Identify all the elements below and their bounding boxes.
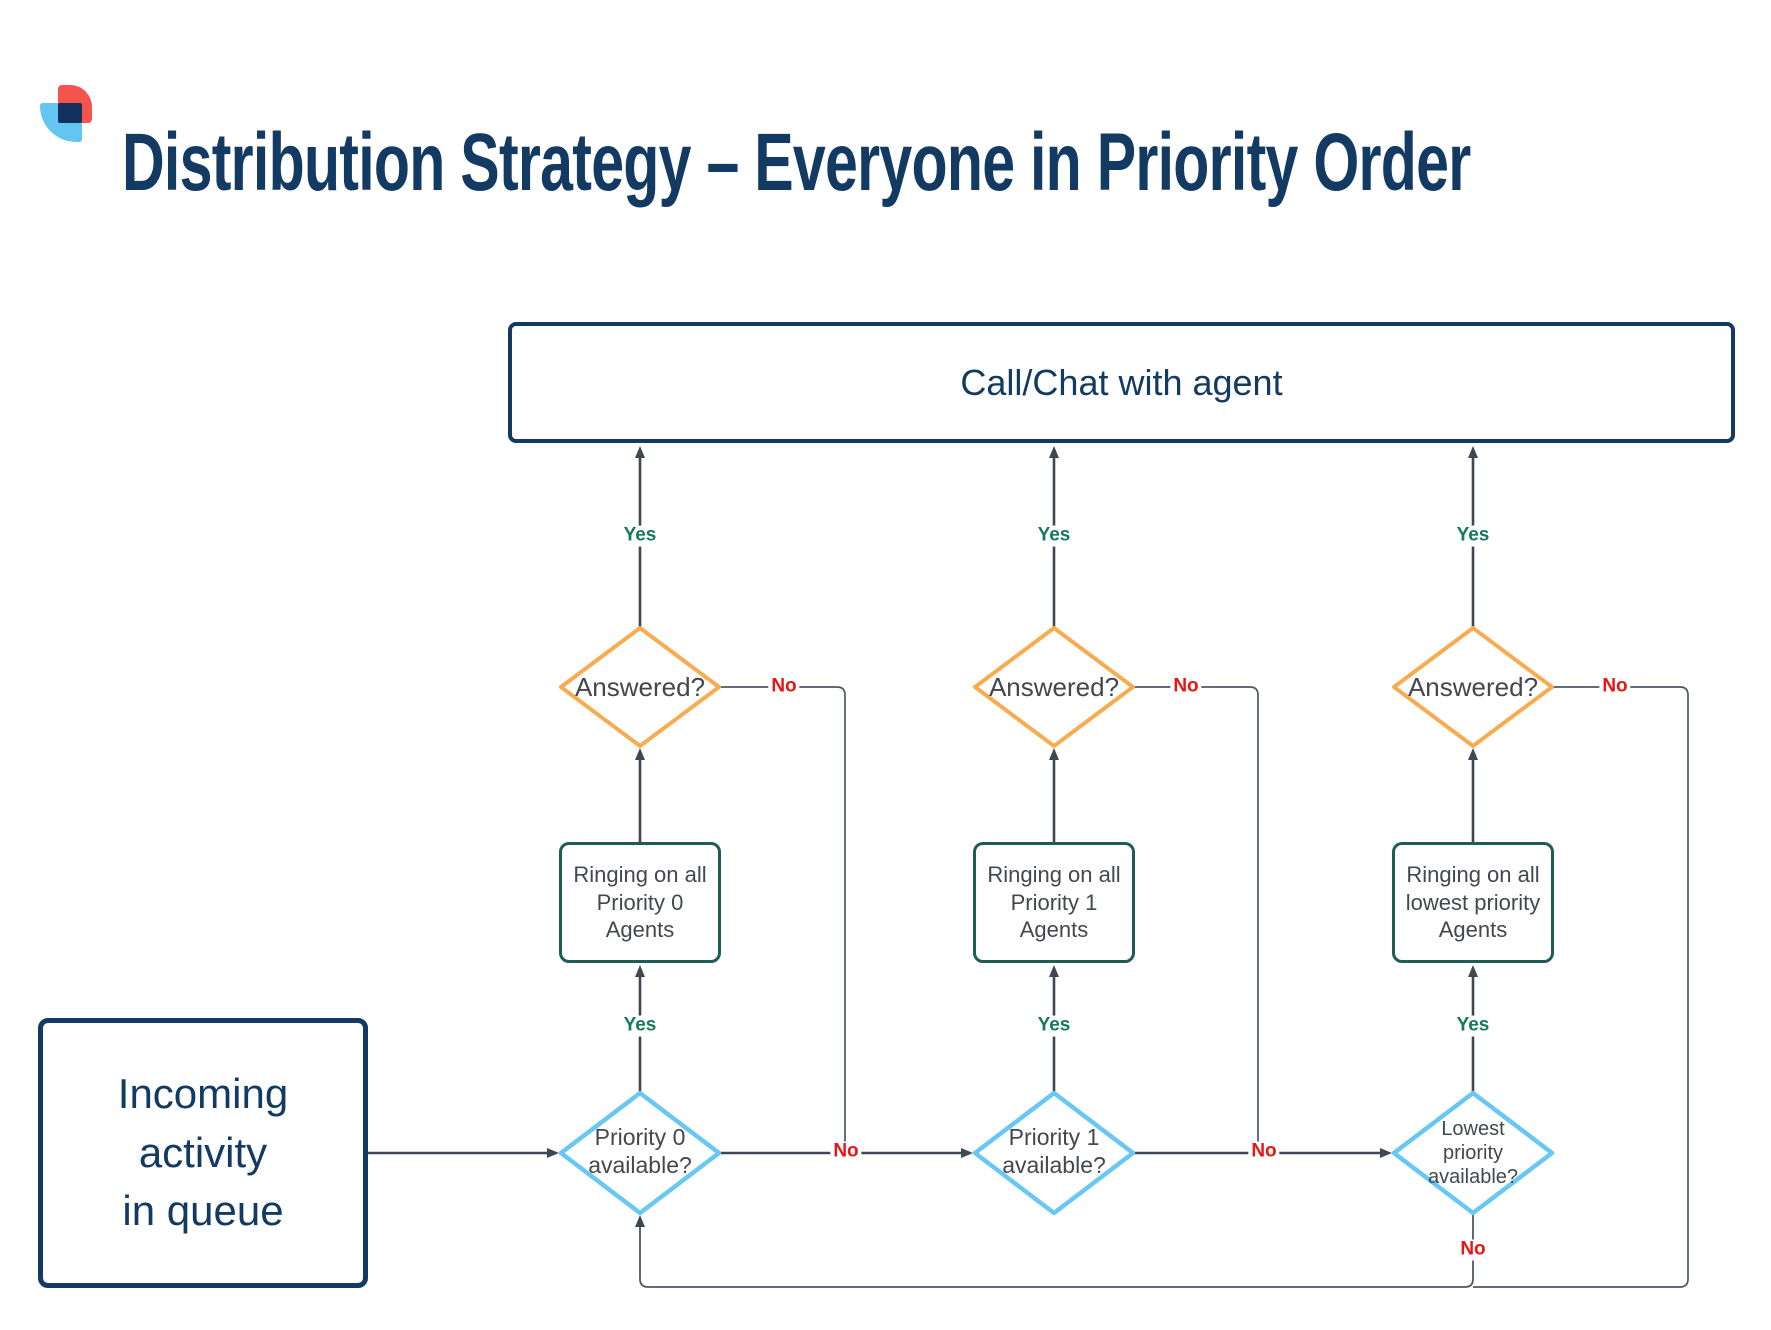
answered0-diamond-shape xyxy=(559,626,721,748)
label-no-p1-available: No xyxy=(1248,1141,1280,1163)
p0-available-label: Priority 0 available? xyxy=(588,1124,692,1178)
ringing-priority0-node: Ringing on all Priority 0 Agents xyxy=(559,842,721,963)
logo-navy-square xyxy=(58,103,82,123)
label-yes-p1-available: Yes xyxy=(1034,1015,1074,1037)
edge-answered0-no-drop xyxy=(719,686,846,1152)
answered2-label: Answered? xyxy=(1407,672,1539,702)
ringing-priority0-label: Ringing on all Priority 0 Agents xyxy=(573,862,707,943)
label-yes-answered2: Yes xyxy=(1453,525,1493,547)
ringing-lowest-label: Ringing on all lowest priority Agents xyxy=(1405,862,1541,943)
lowest-available-diamond-shape xyxy=(1391,1090,1555,1216)
answered1-diamond-shape xyxy=(973,626,1135,748)
label-no-answered2: No xyxy=(1599,676,1631,698)
label-no-answered1: No xyxy=(1170,676,1202,698)
page-title: Distribution Strategy – Everyone in Prio… xyxy=(122,117,1471,208)
label-yes-p0-available: Yes xyxy=(620,1015,660,1037)
incoming-activity-label: Incoming activity in queue xyxy=(117,1069,289,1235)
edge-lowest-no-loop-to-p0-available xyxy=(635,1213,1474,1288)
label-yes-lowest-available: Yes xyxy=(1453,1015,1493,1037)
label-no-answered0: No xyxy=(768,676,800,698)
label-yes-answered0: Yes xyxy=(620,525,660,547)
p1-available-diamond-shape xyxy=(972,1090,1136,1216)
incoming-activity-node: Incoming activity in queue xyxy=(38,1018,368,1288)
ringing-priority1-node: Ringing on all Priority 1 Agents xyxy=(973,842,1135,963)
answered2-diamond-shape xyxy=(1392,626,1554,748)
label-yes-answered1: Yes xyxy=(1034,525,1074,547)
p1-available-label: Priority 1 available? xyxy=(1002,1124,1106,1178)
answered0-label: Answered? xyxy=(574,672,706,702)
edge-answered1-no-drop xyxy=(1133,686,1259,1152)
ringing-priority1-label: Ringing on all Priority 1 Agents xyxy=(987,862,1121,943)
answered1-label: Answered? xyxy=(988,672,1120,702)
label-no-lowest-available: No xyxy=(1457,1239,1489,1261)
edge-answered2-no-drop xyxy=(1473,686,1689,1288)
callchat-node: Call/Chat with agent xyxy=(508,322,1735,443)
callchat-label: Call/Chat with agent xyxy=(960,361,1283,403)
ringing-lowest-node: Ringing on all lowest priority Agents xyxy=(1392,842,1554,963)
lowest-available-label: Lowest priority available? xyxy=(1427,1118,1519,1188)
label-no-p0-available: No xyxy=(830,1141,862,1163)
p0-available-diamond-shape xyxy=(558,1090,722,1216)
